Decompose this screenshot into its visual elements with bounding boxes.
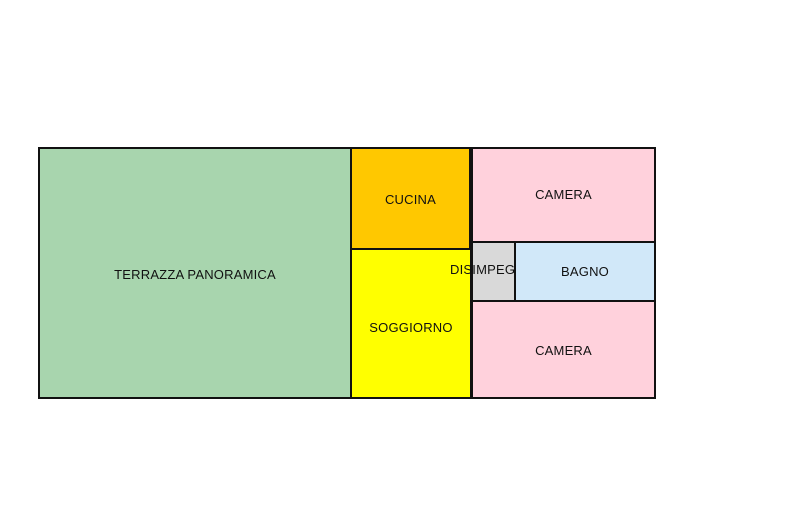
room-bagno: BAGNO: [514, 241, 656, 302]
room-label: CUCINA: [384, 192, 437, 207]
room-label: SOGGIORNO: [369, 320, 453, 335]
room-label: DISIMPEG: [450, 262, 516, 277]
room-label: TERRAZZA PANORAMICA: [114, 266, 276, 282]
room-camera-top: CAMERA: [471, 147, 656, 243]
room-label: CAMERA: [535, 186, 592, 202]
room-cucina: CUCINA: [350, 147, 471, 250]
room-terrazza-panoramica: TERRAZZA PANORAMICA: [38, 147, 352, 399]
room-disimpegno: DISIMPEG: [450, 241, 516, 302]
room-label: BAGNO: [561, 264, 609, 279]
room-label: CAMERA: [535, 343, 592, 358]
room-camera-bottom: CAMERA: [471, 300, 656, 399]
room-soggiorno: SOGGIORNO: [350, 248, 472, 399]
